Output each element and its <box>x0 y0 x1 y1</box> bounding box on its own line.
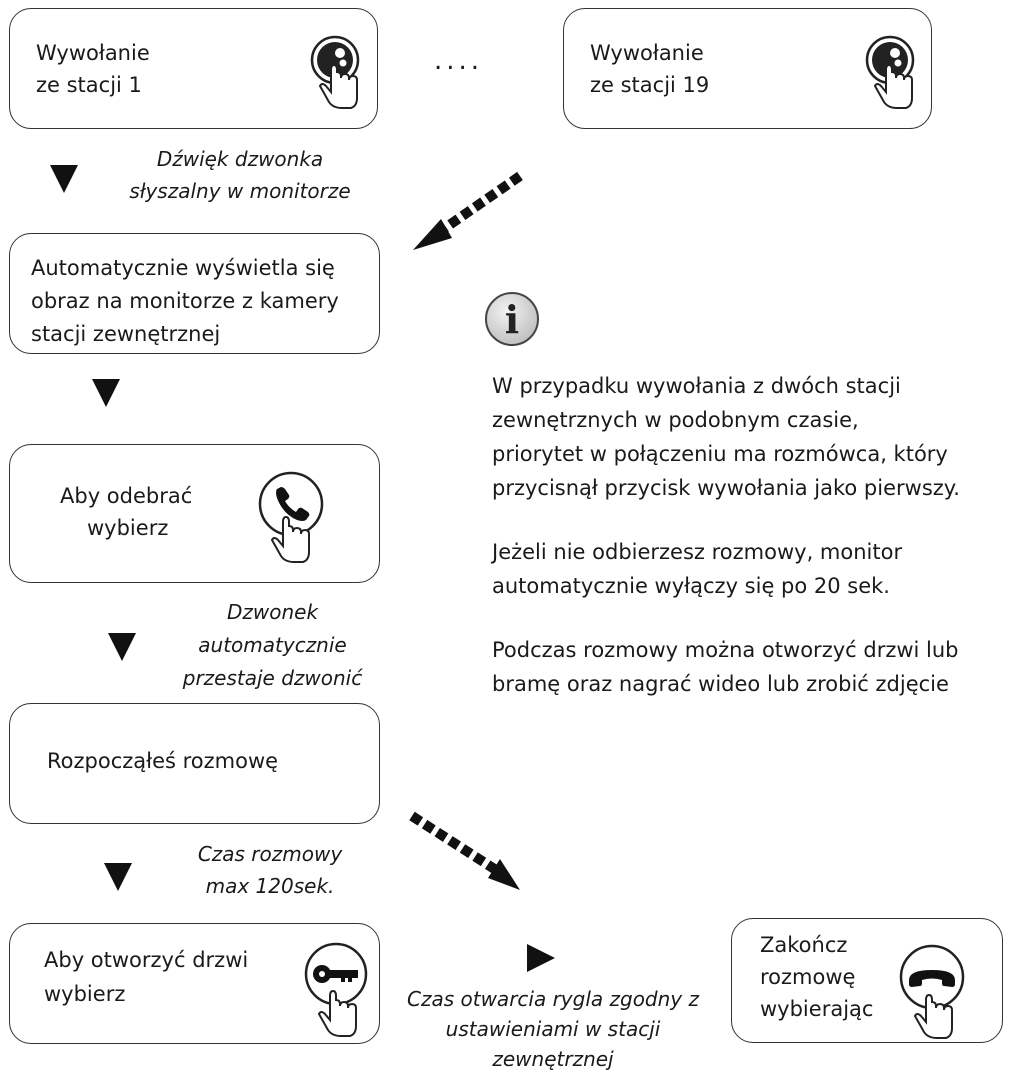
dashed-arrow-to-display <box>413 171 523 250</box>
lock-note-line1: Czas otwarcia rygla zgodny z <box>407 987 699 1011</box>
lock-note-line3: zewnętrznej <box>492 1047 614 1071</box>
ring-note-line2: słyszalny w monitorze <box>129 179 351 203</box>
station-19-label-line2: ze stacji 19 <box>590 73 710 97</box>
info-p1-line4: przycisnął przycisk wywołania jako pierw… <box>492 476 960 500</box>
info-p1-line2: zewnętrznych w podobnym czasie, <box>492 408 859 432</box>
talk-started-box <box>9 703 380 824</box>
end-call-line3: wybierając <box>760 997 874 1021</box>
phone-hangup-icon <box>899 944 965 1039</box>
bell-stop-note-line3: przestaje dzwonić <box>182 666 363 690</box>
open-door-line2: wybierz <box>44 982 126 1006</box>
key-icon <box>304 942 368 1037</box>
talk-started-label: Rozpocząłeś rozmowę <box>47 749 279 773</box>
auto-display-line2: obraz na monitorze z kamery <box>31 289 339 313</box>
info-p3-line1: Podczas rozmowy można otworzyć drzwi lub <box>492 638 959 662</box>
flow-arrow-down <box>108 633 136 661</box>
info-icon-letter: i <box>505 297 519 342</box>
info-p1-line1: W przypadku wywołania z dwóch stacji <box>492 374 901 398</box>
call-button-press-icon <box>310 35 360 109</box>
end-call-line2: rozmowę <box>760 965 856 989</box>
auto-display-box <box>9 233 380 354</box>
station-19-label-line1: Wywołanie <box>590 41 704 65</box>
answer-line2: wybierz <box>87 516 169 540</box>
info-p1-line3: priorytet w połączeniu ma rozmówca, któr… <box>492 442 948 466</box>
flow-arrow-down <box>92 379 120 407</box>
flow-arrow-right <box>527 944 555 972</box>
lock-note-line2: ustawieniami w stacji <box>445 1017 661 1041</box>
flow-arrow-down <box>104 863 132 891</box>
auto-display-line1: Automatycznie wyświetla się <box>31 256 335 280</box>
stations-ellipsis: .... <box>434 46 484 76</box>
info-icon: i <box>485 292 539 346</box>
call-button-press-icon <box>865 35 915 109</box>
bell-stop-note-line1: Dzwonek <box>226 600 319 624</box>
flow-arrow-down <box>50 165 78 193</box>
open-door-line1: Aby otworzyć drzwi <box>44 948 249 972</box>
phone-answer-icon <box>258 471 324 563</box>
info-p2-line2: automatycznie wyłączy się po 20 sek. <box>492 574 890 598</box>
station-1-label-line1: Wywołanie <box>36 41 150 65</box>
end-call-line1: Zakończ <box>760 933 848 957</box>
info-p3-line2: bramę oraz nagrać wideo lub zrobić zdjęc… <box>492 672 949 696</box>
station-1-label-line2: ze stacji 1 <box>36 73 142 97</box>
talk-time-note-line1: Czas rozmowy <box>197 842 343 866</box>
info-p2-line1: Jeżeli nie odbierzesz rozmowy, monitor <box>492 540 903 564</box>
dashed-arrow-to-end-call <box>409 811 520 890</box>
ring-note-line1: Dźwięk dzwonka <box>156 147 324 171</box>
talk-time-note-line2: max 120sek. <box>205 874 335 898</box>
answer-line1: Aby odebrać <box>60 484 193 508</box>
auto-display-line3: stacji zewnętrznej <box>31 322 221 346</box>
bell-stop-note-line2: automatycznie <box>198 633 347 657</box>
